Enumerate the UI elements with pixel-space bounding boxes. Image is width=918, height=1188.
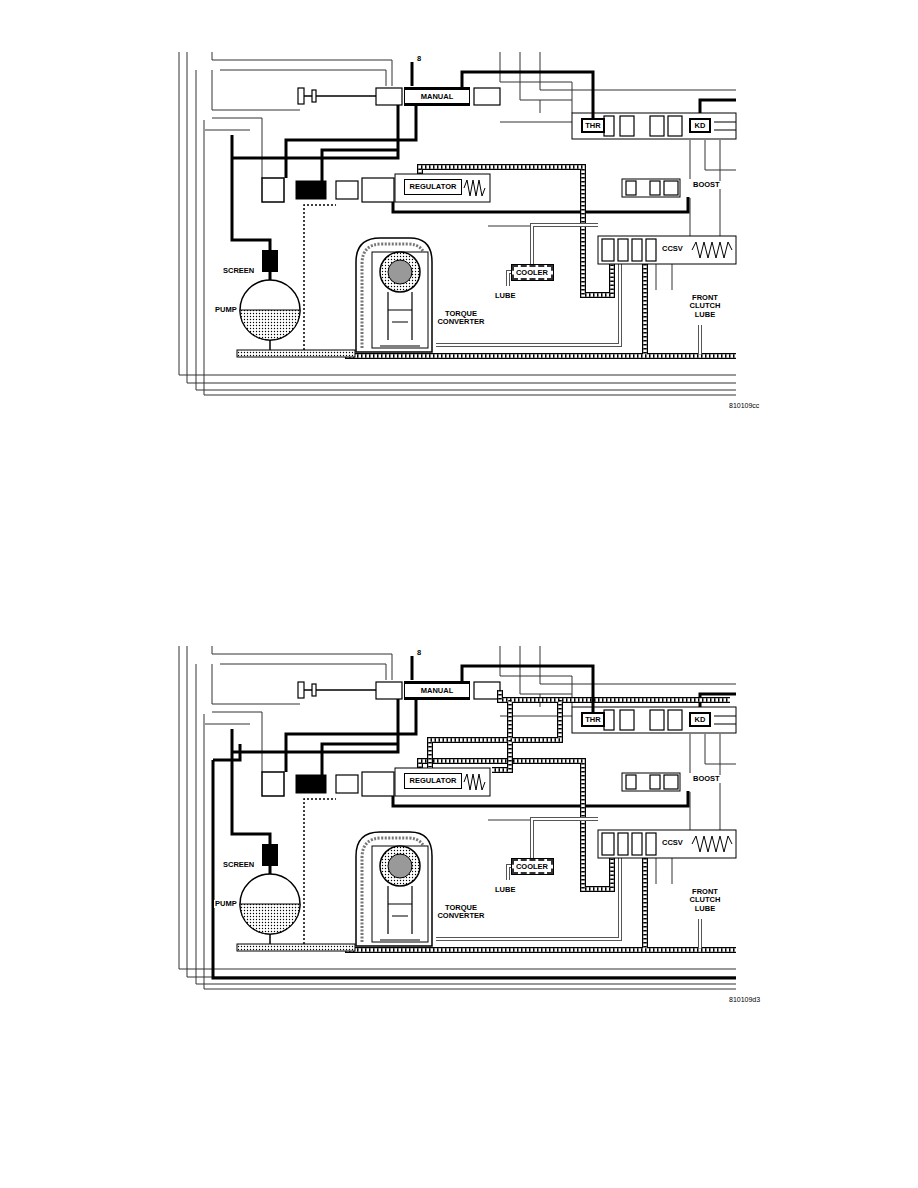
part-label: SCREEN [222, 267, 255, 275]
valve-label: CCSV [661, 245, 684, 253]
throttle-valve: THR [581, 118, 605, 133]
valve-name: MANUAL [421, 687, 454, 695]
part-label: LUBE [494, 886, 516, 894]
figure-id: 810109d3 [728, 996, 761, 1004]
hydraulic-line [462, 666, 593, 712]
valve-name: REGULATOR [410, 777, 457, 785]
valve-label: BOOST [692, 181, 721, 189]
hydraulic-line [462, 72, 593, 118]
callout-number: 8 [416, 55, 422, 63]
cooler-box: COOLER [512, 859, 553, 874]
extra-passages [213, 690, 736, 978]
throttle-valve: THR [581, 712, 605, 727]
valve-name: KD [695, 716, 706, 724]
regulator-valve: REGULATOR [404, 773, 462, 789]
manual-valve: MANUAL [404, 681, 470, 700]
callout-number: 8 [416, 649, 422, 657]
kickdown-valve: KD [689, 118, 711, 133]
valve-label: CCSV [661, 839, 684, 847]
part-label: TORQUE CONVERTER [436, 310, 486, 327]
hydraulic-circuit-bottom [179, 646, 736, 989]
cooler-box: COOLER [512, 265, 553, 280]
part-label: PUMP [214, 900, 238, 908]
hydraulic-circuit-top [179, 52, 736, 395]
part-label: FRONT CLUTCH LUBE [684, 888, 726, 913]
valve-name: THR [585, 716, 600, 724]
part-label: PUMP [214, 306, 238, 314]
part-label: FRONT CLUTCH LUBE [684, 294, 726, 319]
part-label: TORQUE CONVERTER [436, 904, 486, 921]
regulator-valve: REGULATOR [404, 179, 462, 195]
valve-name: THR [585, 122, 600, 130]
figure-id: 810109cc [728, 402, 760, 410]
valve-name: COOLER [516, 269, 548, 277]
manual-valve: MANUAL [404, 87, 470, 106]
part-label: LUBE [494, 292, 516, 300]
valve-name: MANUAL [421, 93, 454, 101]
kickdown-valve: KD [689, 712, 711, 727]
valve-name: REGULATOR [410, 183, 457, 191]
valve-name: KD [695, 122, 706, 130]
valve-label: BOOST [692, 775, 721, 783]
valve-name: COOLER [516, 863, 548, 871]
part-label: SCREEN [222, 861, 255, 869]
